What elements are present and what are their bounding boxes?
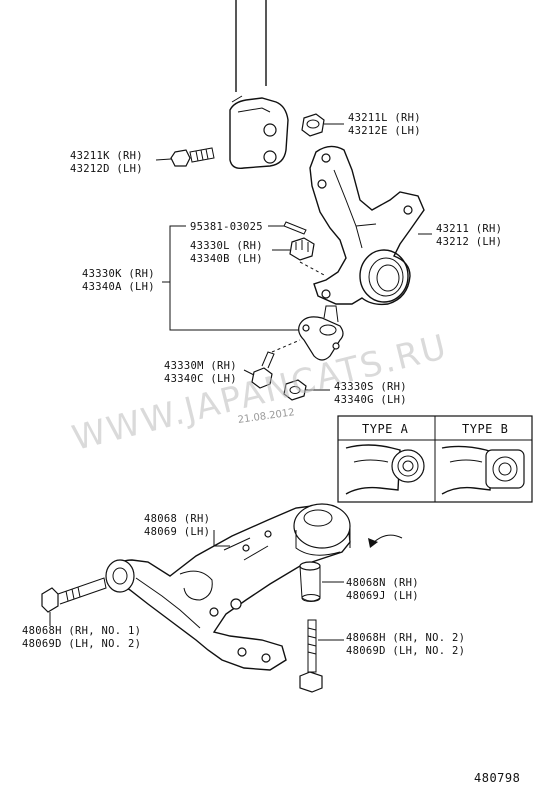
figure-number: 480798 bbox=[474, 771, 520, 785]
label-type-b: TYPE B bbox=[462, 422, 508, 436]
castle-nut-drawing bbox=[272, 237, 315, 261]
label-43340b: 43340B (LH) bbox=[190, 253, 263, 265]
label-48069: 48069 (LH) bbox=[144, 526, 210, 538]
knuckle-drawing bbox=[309, 145, 432, 306]
label-43212: 43212 (LH) bbox=[436, 236, 502, 248]
ball-joint-drawing bbox=[298, 305, 344, 361]
label-43211: 43211 (RH) bbox=[436, 223, 502, 235]
nut-43330s-drawing bbox=[283, 379, 330, 401]
label-43330l: 43330L (RH) bbox=[190, 240, 263, 252]
label-48068h-no1: 48068H (RH, NO. 1) bbox=[22, 625, 141, 637]
bolt-48068h-no2-drawing bbox=[299, 619, 344, 693]
label-43330m: 43330M (RH) bbox=[164, 360, 237, 372]
label-43211l: 43211L (RH) bbox=[348, 112, 421, 124]
label-43340g: 43340G (LH) bbox=[334, 394, 407, 406]
label-43212d: 43212D (LH) bbox=[70, 163, 143, 175]
label-43330s: 43330S (RH) bbox=[334, 381, 407, 393]
label-43330k: 43330K (RH) bbox=[82, 268, 155, 280]
label-48068: 48068 (RH) bbox=[144, 513, 210, 525]
label-48068h-no2: 48068H (RH, NO. 2) bbox=[346, 632, 465, 644]
label-type-a: TYPE A bbox=[362, 422, 409, 436]
label-48069d-no1: 48069D (LH, NO. 2) bbox=[22, 638, 141, 650]
label-48069j: 48069J (LH) bbox=[346, 590, 419, 602]
label-43340a: 43340A (LH) bbox=[82, 281, 155, 293]
bolt-48068h-no1-drawing bbox=[41, 577, 107, 626]
label-48068n: 48068N (RH) bbox=[346, 577, 419, 589]
nut-43211l-drawing bbox=[301, 113, 344, 137]
strut-drawing bbox=[229, 0, 289, 170]
label-43211k: 43211K (RH) bbox=[70, 150, 143, 162]
bushing-48068n-drawing bbox=[299, 561, 344, 602]
lower-arm-drawing bbox=[105, 503, 351, 671]
cotter-pin-drawing bbox=[268, 221, 307, 235]
label-43340c: 43340C (LH) bbox=[164, 373, 237, 385]
bolt-43330m-drawing bbox=[243, 339, 301, 389]
label-43212e: 43212E (LH) bbox=[348, 125, 421, 137]
label-48069d-no2: 48069D (LH, NO. 2) bbox=[346, 645, 465, 657]
label-95381: 95381-03025 bbox=[190, 221, 263, 233]
bolt-43211k-drawing bbox=[155, 147, 215, 167]
type-comparison-box bbox=[337, 415, 533, 503]
